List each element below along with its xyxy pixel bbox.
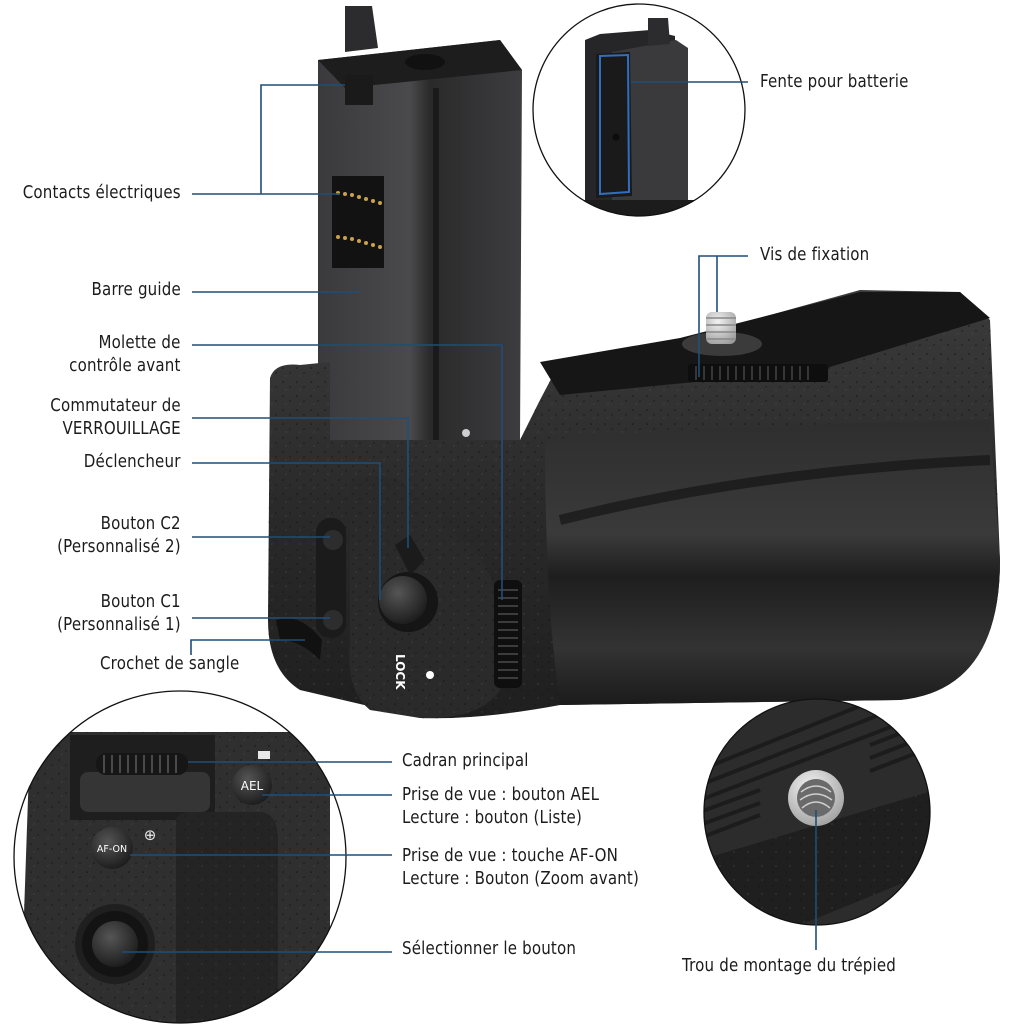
label-text: Sélectionner le bouton xyxy=(402,939,577,959)
rear-dial xyxy=(688,364,828,382)
label-text: VERROUILLAGE xyxy=(62,419,181,439)
label-select-button: Sélectionner le bouton xyxy=(402,938,576,961)
fixing-screw xyxy=(682,312,762,356)
af-on-button-label: AF-ON xyxy=(97,844,127,855)
shutter-button xyxy=(379,576,427,624)
label-text: Trou de montage du trépied xyxy=(682,956,897,976)
label-text: Cadran principal xyxy=(402,751,529,771)
label-lock-switch: Commutateur de VERROUILLAGE xyxy=(50,395,181,441)
label-electrical-contacts: Contacts électriques xyxy=(23,182,181,205)
label-text: Vis de fixation xyxy=(760,245,870,265)
label-c1-button: Bouton C1 (Personnalisé 1) xyxy=(57,591,181,637)
label-text: Commutateur de xyxy=(50,396,181,416)
locating-pin xyxy=(462,429,470,437)
lock-marking: LOCK xyxy=(393,654,407,690)
af-on-button xyxy=(91,827,133,869)
label-battery-slot: Fente pour batterie xyxy=(760,71,909,94)
lock-lever xyxy=(395,535,425,575)
label-text: Prise de vue : touche AF-ON xyxy=(402,846,619,866)
label-main-dial: Cadran principal xyxy=(402,750,529,773)
inset-border xyxy=(703,698,931,926)
label-c2-button: Bouton C2 (Personnalisé 2) xyxy=(57,513,181,559)
inset-border xyxy=(13,690,347,1024)
list-icon xyxy=(258,751,270,759)
leader-lines xyxy=(122,81,817,953)
main-dial xyxy=(96,753,188,775)
inset-tripod-mount xyxy=(703,698,931,926)
label-tripod-hole: Trou de montage du trépied xyxy=(682,955,896,978)
strap-hook xyxy=(276,618,322,660)
label-front-control-dial: Molette de contrôle avant xyxy=(70,332,181,378)
label-ael-button: Prise de vue : bouton AEL Lecture : bout… xyxy=(402,784,599,830)
leader-shutter xyxy=(192,462,381,600)
leader-fixing-screw xyxy=(698,255,748,377)
leader-contacts-upper xyxy=(260,84,345,194)
label-text: Prise de vue : bouton AEL xyxy=(402,785,600,805)
label-text: Fente pour batterie xyxy=(760,72,909,92)
latch-contacts xyxy=(345,75,373,105)
label-text: Déclencheur xyxy=(84,452,181,472)
inset-battery-slot xyxy=(532,3,746,217)
label-text: Lecture : Bouton (Zoom avant) xyxy=(402,869,640,889)
label-shutter: Déclencheur xyxy=(84,451,181,474)
electrical-contacts xyxy=(332,176,384,268)
inset-border xyxy=(532,3,746,217)
battery-grip-illustration: LOCK xyxy=(268,6,1000,719)
rubber-grip xyxy=(545,420,1000,705)
leader-front-dial xyxy=(192,344,503,600)
label-text: Barre guide xyxy=(91,280,181,300)
label-text: Contacts électriques xyxy=(22,183,181,203)
label-strap-hook: Crochet de sangle xyxy=(100,653,239,676)
grip-body: LOCK xyxy=(268,290,1000,719)
label-fixing-screw: Vis de fixation xyxy=(760,244,869,267)
inset-rear-controls: AEL AF-ON ⊕ xyxy=(13,690,347,1024)
top-mounting-plate xyxy=(540,292,990,395)
c2-button xyxy=(323,530,343,550)
label-text: Bouton C2 xyxy=(100,514,181,534)
label-text: contrôle avant xyxy=(69,356,181,376)
label-text: (Personnalisé 2) xyxy=(57,537,181,557)
label-af-on-button: Prise de vue : touche AF-ON Lecture : Bo… xyxy=(402,845,639,891)
label-text: Lecture : bouton (Liste) xyxy=(402,808,583,828)
ael-button-label: AEL xyxy=(241,779,264,793)
battery-insert xyxy=(318,6,522,440)
zoom-in-icon: ⊕ xyxy=(144,826,157,844)
leader-strap-hook xyxy=(190,639,305,655)
c1-button xyxy=(323,610,343,630)
label-text: (Personnalisé 1) xyxy=(57,615,181,635)
lock-indicator-dot xyxy=(426,671,434,679)
label-guide-bar: Barre guide xyxy=(92,279,181,302)
battery-release-tab xyxy=(345,6,378,52)
label-text: Bouton C1 xyxy=(100,592,181,612)
leader-lock-switch xyxy=(192,417,409,548)
label-text: Crochet de sangle xyxy=(100,654,240,674)
multi-selector-button xyxy=(92,921,138,967)
front-control-dial xyxy=(494,580,522,688)
label-text: Molette de xyxy=(98,333,181,353)
